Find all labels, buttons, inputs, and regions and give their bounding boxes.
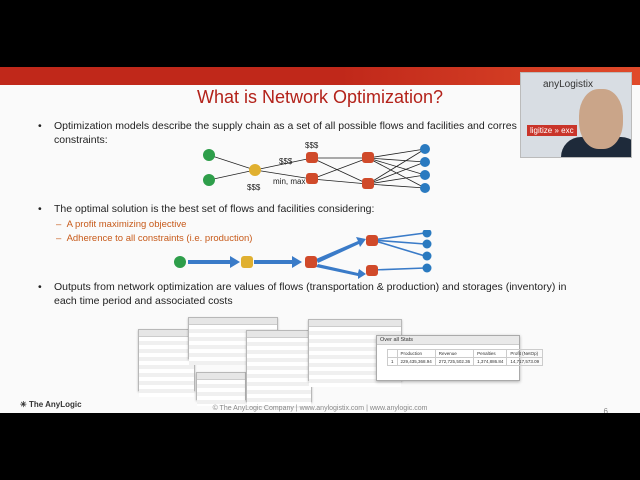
over-all-stats-window: Over all Stats Production Revenue Penalt… (376, 335, 544, 381)
slide-title: What is Network Optimization? (196, 87, 444, 107)
chart-thumbnail (196, 372, 246, 406)
supplier-nodes (203, 149, 215, 186)
network-diagram-optimal (174, 230, 432, 279)
bullet-3-text-2: each time period and associated costs (54, 295, 233, 307)
customer-node (420, 157, 430, 167)
bullet-3-text: Outputs from network optimization are va… (54, 281, 567, 293)
webcam-tag: ligitize » exc (527, 125, 577, 136)
window-title: Over all Stats (377, 336, 519, 345)
anylogic-logo: ✳ The AnyLogic (20, 400, 82, 409)
cost-label: $$$ (279, 157, 293, 166)
bullet-1-text-2: constraints: (54, 134, 108, 146)
bullet-2-text: The optimal solution is the best set of … (54, 203, 375, 215)
result-table-thumbnail (138, 329, 195, 397)
customer-node (422, 239, 432, 249)
sub-bullet-2: – Adherence to all constraints (i.e. pro… (56, 233, 253, 244)
warehouse-node (362, 152, 374, 163)
cost-label: $$$ (305, 142, 319, 150)
warehouse-node (306, 173, 318, 184)
storage-by-product-thumbnail (246, 330, 312, 408)
minmax-label: min, max (273, 177, 305, 186)
supplier-node (203, 149, 215, 161)
warehouse-node (366, 235, 378, 246)
webcam-overlay: anyLogistix ligitize » exc (520, 72, 632, 158)
supplier-node (174, 256, 186, 268)
warehouse-node (362, 178, 374, 189)
presenter-face (579, 89, 623, 149)
stats-table: Production Revenue Penalties Profit (Net… (387, 349, 544, 366)
customer-node (422, 251, 432, 261)
customer-node (420, 170, 430, 180)
customer-node (420, 144, 430, 154)
warehouse-node (305, 256, 317, 268)
footer: © The AnyLogic Company | www.anylogistix… (212, 405, 428, 412)
customer-node (422, 230, 432, 238)
bullet-1-text: Optimization models describe the supply … (54, 120, 517, 132)
plant-node (241, 256, 253, 268)
webcam-brand: anyLogistix (543, 79, 594, 90)
customer-node (420, 183, 430, 193)
cost-label: $$$ (247, 183, 261, 192)
warehouse-node (306, 152, 318, 163)
customer-node (422, 263, 432, 273)
network-diagram-all-flows: $$$ $$$ $$$ min, max (203, 142, 430, 193)
sub-bullet-1: – A profit maximizing objective (56, 219, 187, 230)
page-number: 6 (603, 407, 608, 413)
warehouse-node (366, 265, 378, 276)
plant-node (249, 164, 261, 176)
supplier-node (203, 174, 215, 186)
